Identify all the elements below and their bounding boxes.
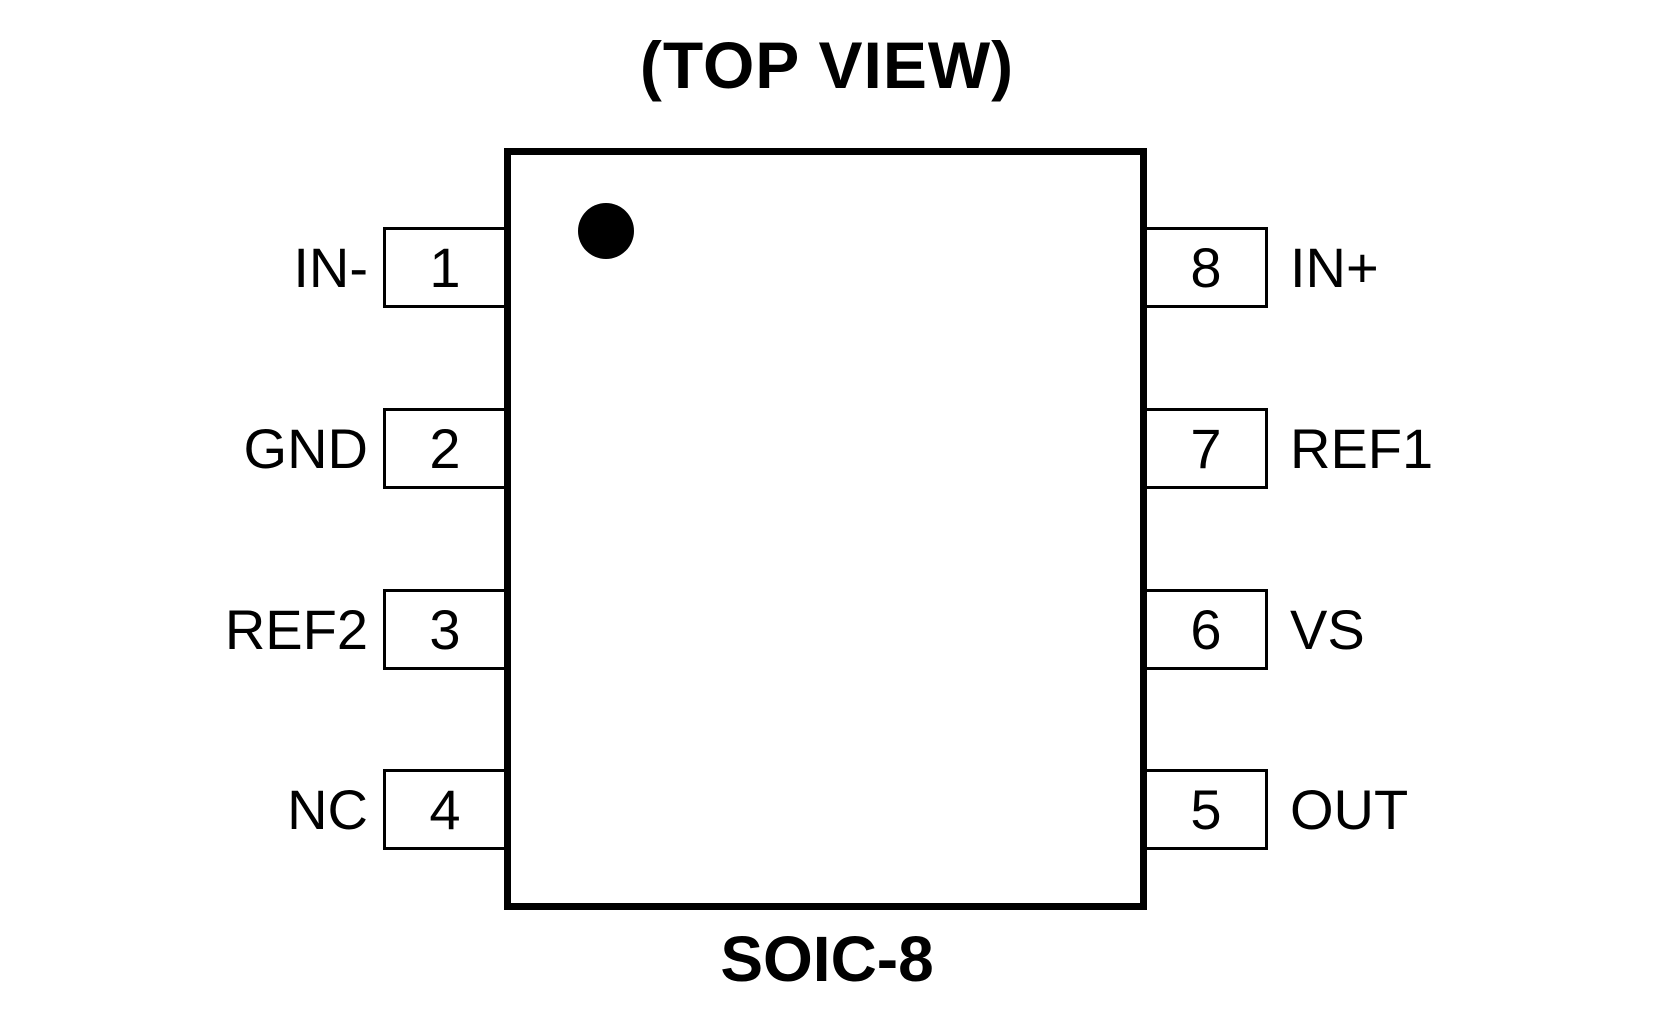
pin-box-6: 6 bbox=[1147, 589, 1268, 670]
pin-box-8: 8 bbox=[1147, 227, 1268, 308]
top-view-title: (TOP VIEW) bbox=[639, 28, 1015, 102]
pin-label-vs: VS bbox=[1290, 598, 1365, 661]
pin-label-out: OUT bbox=[1290, 778, 1409, 841]
pin-number-8: 8 bbox=[1190, 235, 1222, 299]
pin-number-4: 4 bbox=[429, 777, 461, 841]
pin-number-2: 2 bbox=[429, 416, 461, 480]
pin-label-nc: NC bbox=[287, 778, 368, 841]
pin-number-5: 5 bbox=[1190, 777, 1222, 841]
pin-box-3: 3 bbox=[383, 589, 504, 670]
pin-label-gnd: GND bbox=[243, 417, 368, 480]
pin-number-6: 6 bbox=[1190, 597, 1222, 661]
pin-box-7: 7 bbox=[1147, 408, 1268, 489]
pin-label-in-minus: IN- bbox=[293, 236, 368, 299]
pin-number-1: 1 bbox=[429, 235, 461, 299]
pin-box-2: 2 bbox=[383, 408, 504, 489]
pin-box-4: 4 bbox=[383, 769, 504, 850]
pin-label-ref2: REF2 bbox=[224, 598, 368, 661]
pin-label-ref1: REF1 bbox=[1290, 417, 1434, 480]
pin1-indicator-dot bbox=[578, 203, 634, 259]
chip-body bbox=[504, 148, 1147, 910]
pin-box-1: 1 bbox=[383, 227, 504, 308]
package-label: SOIC-8 bbox=[720, 923, 934, 995]
pin-number-3: 3 bbox=[429, 597, 461, 661]
pin-label-in-plus: IN+ bbox=[1290, 236, 1379, 299]
pin-box-5: 5 bbox=[1147, 769, 1268, 850]
pin-number-7: 7 bbox=[1190, 416, 1222, 480]
